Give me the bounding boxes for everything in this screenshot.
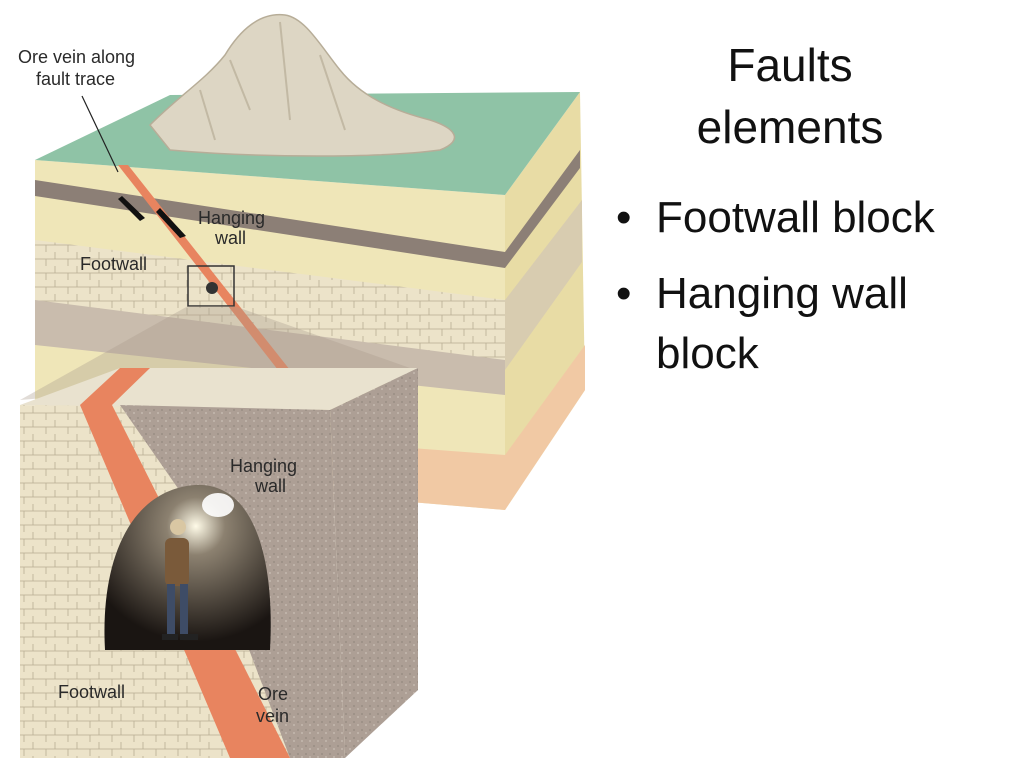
hanging-wall-slip-arrow — [156, 208, 186, 238]
lamp-glow — [202, 493, 234, 517]
bullet-item: • Hanging wall block — [612, 264, 1012, 384]
stratum-tan-band — [35, 240, 505, 370]
bullet-dot-icon: • — [616, 269, 632, 318]
miner-figure — [162, 519, 198, 640]
label-ore-vein-line2: vein — [256, 706, 289, 726]
label-footwall-top: Footwall — [80, 254, 147, 274]
fault-block-diagram: Ore vein along fault trace Hanging wall … — [18, 13, 585, 758]
inset-side-face — [330, 368, 418, 758]
label-hanging-wall-top-line2: wall — [214, 228, 246, 248]
bullet-text: Footwall block — [656, 193, 935, 242]
label-ore-vein-line1: Ore — [258, 684, 288, 704]
label-ore-vein-trace-line1: Ore vein along — [18, 47, 135, 67]
footwall-slip-arrow — [118, 196, 145, 221]
bullet-text: Hanging wall block — [656, 269, 908, 378]
inset-block — [20, 368, 418, 758]
label-hanging-wall-inset-line1: Hanging — [230, 456, 297, 476]
bullet-item: • Footwall block — [612, 188, 1012, 248]
slide-title-line2: elements — [696, 101, 884, 153]
slide-title: Faults elements — [640, 34, 940, 158]
label-hanging-wall-top-line1: Hanging — [198, 208, 265, 228]
label-hanging-wall-inset-line2: wall — [254, 476, 286, 496]
slide-title-line1: Faults — [727, 39, 853, 91]
label-footwall-inset: Footwall — [58, 682, 125, 702]
label-ore-vein-trace-line2: fault trace — [36, 69, 115, 89]
bullet-dot-icon: • — [616, 193, 632, 242]
inset-marker — [187, 265, 235, 307]
ore-vein-leader-line — [81, 95, 119, 173]
bullet-list: • Footwall block • Hanging wall block — [612, 188, 1012, 400]
mountain — [148, 13, 456, 157]
